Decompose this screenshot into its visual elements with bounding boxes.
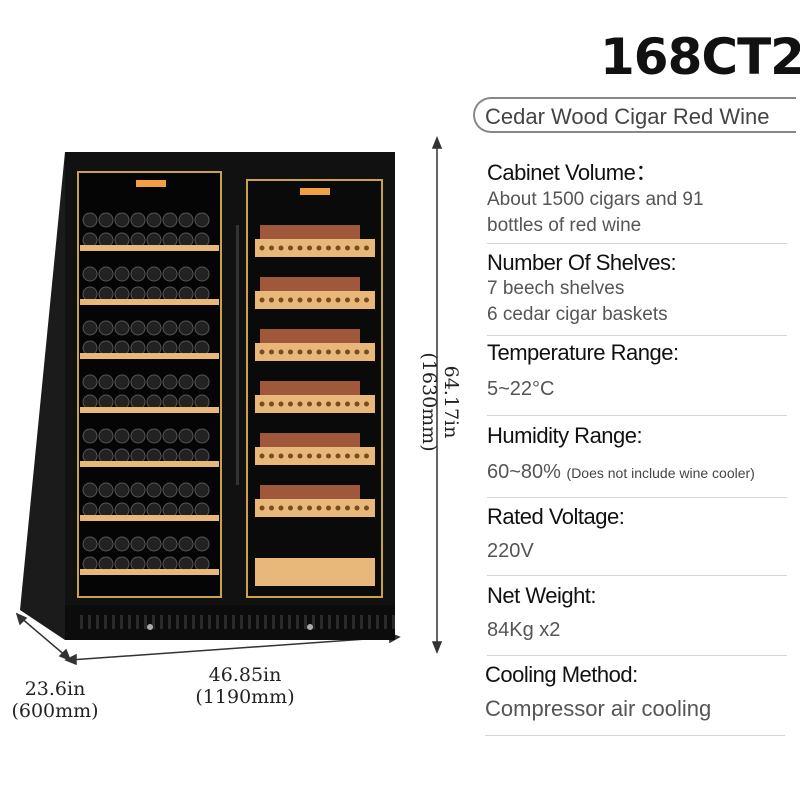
spec-value: 7 beech shelves bbox=[487, 278, 625, 299]
spec-temperature: Temperature Range: 5~22°C bbox=[487, 340, 787, 416]
spec-value: 60~80% bbox=[487, 461, 561, 483]
spec-value: 5~22°C bbox=[487, 378, 555, 400]
wine-shelf bbox=[80, 407, 219, 413]
cedar-basket bbox=[255, 499, 375, 517]
spec-label: Net Weight: bbox=[487, 583, 597, 608]
cigar-row bbox=[260, 329, 360, 343]
spec-value: About 1500 cigars and 91 bbox=[487, 189, 704, 210]
spec-humidity: Humidity Range: 60~80% (Does not include… bbox=[487, 423, 787, 498]
wine-shelf bbox=[80, 353, 219, 359]
subtitle-badge: Cedar Wood Cigar Red Wine bbox=[473, 97, 796, 133]
wine-shelf bbox=[80, 569, 219, 575]
width-dimension: 46.85in (1190mm) bbox=[185, 664, 305, 708]
width-mm: (1190mm) bbox=[195, 686, 295, 708]
spec-weight: Net Weight: 84Kg x2 bbox=[487, 583, 787, 656]
wine-shelf bbox=[80, 515, 219, 521]
cabinet-illustration bbox=[15, 135, 443, 666]
spec-cooling: Cooling Method: Compressor air cooling bbox=[485, 662, 785, 736]
depth-in: 23.6in bbox=[24, 678, 86, 700]
spec-label: Temperature Range: bbox=[487, 340, 679, 365]
model-title: 168CT2 bbox=[600, 28, 800, 86]
wine-shelf bbox=[80, 461, 219, 467]
wine-shelf bbox=[80, 245, 219, 251]
cigar-row bbox=[260, 381, 360, 395]
spec-value: 6 cedar cigar baskets bbox=[487, 304, 668, 325]
height-dimension: 64.17in (1630mm) bbox=[418, 342, 462, 462]
cigar-row bbox=[260, 225, 360, 239]
cedar-basket bbox=[255, 343, 375, 361]
cedar-basket bbox=[255, 239, 375, 257]
spec-note: (Does not include wine cooler) bbox=[566, 465, 755, 481]
spec-voltage: Rated Voltage: 220V bbox=[487, 504, 787, 576]
height-mm: (1630mm) bbox=[418, 352, 440, 452]
spec-value: 220V bbox=[487, 540, 534, 562]
spec-label: Cooling Method: bbox=[485, 662, 638, 687]
cedar-basket bbox=[255, 291, 375, 309]
cigar-row bbox=[260, 433, 360, 447]
wine-shelf bbox=[80, 299, 219, 305]
spec-label: Number Of Shelves: bbox=[487, 250, 677, 275]
width-in: 46.85in bbox=[208, 664, 282, 686]
cigar-row bbox=[260, 485, 360, 499]
height-in: 64.17in bbox=[440, 365, 462, 439]
spec-cabinet-volume: Cabinet Volume： About 1500 cigars and 91… bbox=[487, 155, 787, 244]
spec-label: Humidity Range: bbox=[487, 423, 643, 448]
cigar-row bbox=[260, 277, 360, 291]
spec-label: Rated Voltage: bbox=[487, 504, 625, 529]
cedar-basket bbox=[255, 395, 375, 413]
spec-shelves: Number Of Shelves: 7 beech shelves 6 ced… bbox=[487, 250, 787, 336]
spec-value: Compressor air cooling bbox=[485, 696, 712, 721]
dimension-lines bbox=[15, 135, 443, 666]
spec-value: 84Kg x2 bbox=[487, 619, 561, 641]
depth-mm: (600mm) bbox=[11, 700, 99, 722]
cedar-basket bbox=[255, 447, 375, 465]
depth-dimension: 23.6in (600mm) bbox=[0, 678, 110, 722]
spec-value: bottles of red wine bbox=[487, 215, 642, 236]
spec-label: Cabinet Volume： bbox=[487, 160, 657, 185]
